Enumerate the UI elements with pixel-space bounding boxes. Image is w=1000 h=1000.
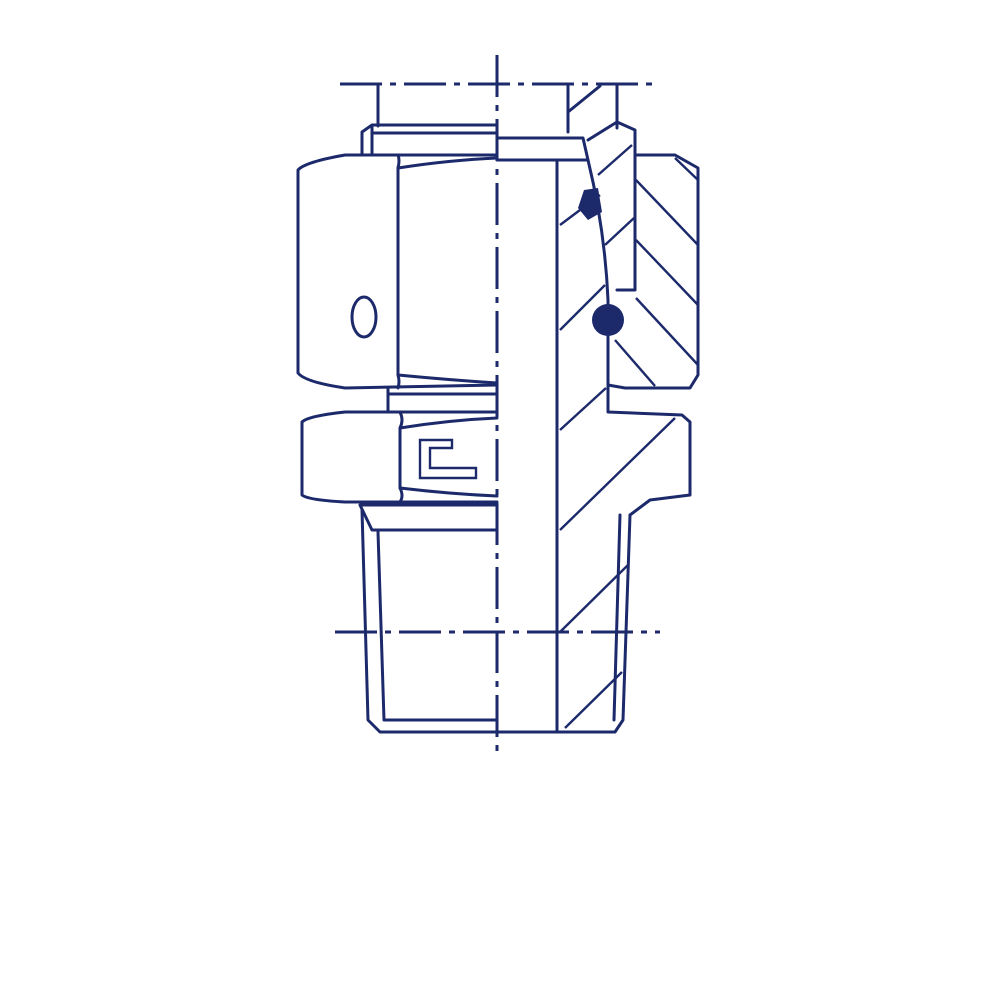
body-section (606, 383, 692, 517)
neck (386, 386, 499, 414)
upper-nut-chamfer (396, 156, 499, 385)
bore (495, 136, 590, 734)
nut-section (586, 153, 700, 390)
lower-hex (300, 410, 499, 504)
logo-mark (418, 438, 478, 480)
ferrule (586, 120, 637, 292)
upper-nut (296, 153, 499, 390)
hatching (559, 144, 699, 729)
lower-hex-edge (398, 410, 404, 504)
section-view (495, 84, 700, 734)
thread-top (358, 503, 499, 532)
upper-nut-edge (396, 153, 401, 390)
thread-section (555, 513, 632, 734)
center-lines (335, 55, 660, 756)
nut-hole (350, 295, 378, 339)
o-ring-lower (592, 304, 624, 336)
exterior-view (296, 84, 499, 734)
lower-hex-chamfer (398, 416, 499, 498)
tube-collar (360, 123, 499, 157)
thread-body (360, 508, 499, 734)
o-ring-upper (578, 188, 602, 220)
